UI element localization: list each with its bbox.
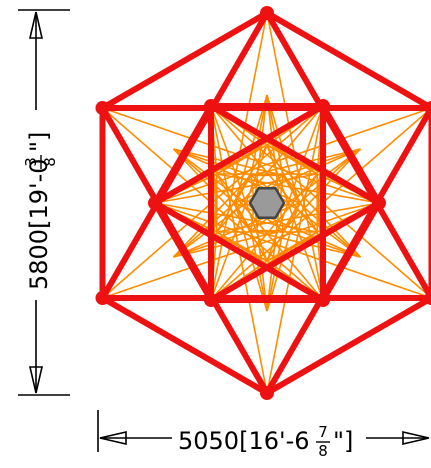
width-frac-num: 7 — [318, 423, 328, 441]
height-frac-num: 3 — [22, 157, 40, 167]
frame-joint — [96, 291, 110, 305]
frame-joint — [316, 99, 330, 113]
frame-joint — [316, 293, 330, 307]
frame-joint — [204, 99, 218, 113]
frame-joint — [260, 386, 274, 400]
frame-joint — [372, 196, 386, 210]
height-dimension-label: 5800[19'-0 3 8 "] — [22, 132, 59, 290]
width-value-mm: 5050 — [178, 427, 239, 455]
width-dimension-label: 5050[16'-6 7 8 "] — [178, 423, 353, 460]
frame-joint — [204, 293, 218, 307]
height-value-imperial: [19'-0 — [25, 158, 53, 228]
height-frac-den: 8 — [41, 157, 59, 167]
frame-joint — [96, 101, 110, 115]
frame-joint — [260, 6, 274, 20]
height-value-close: "] — [25, 132, 53, 152]
height-value-mm: 5800 — [25, 229, 53, 290]
hexagon-hub-icon — [250, 188, 284, 217]
frame-joint — [148, 196, 162, 210]
width-value-imperial: [16'-6 — [239, 427, 309, 455]
width-frac-den: 8 — [318, 442, 328, 460]
width-value-close: "] — [333, 427, 353, 455]
svg-text:5800[19'-0: 5800[19'-0 — [25, 158, 53, 290]
svg-text:5050[16'-6: 5050[16'-6 — [178, 427, 310, 455]
